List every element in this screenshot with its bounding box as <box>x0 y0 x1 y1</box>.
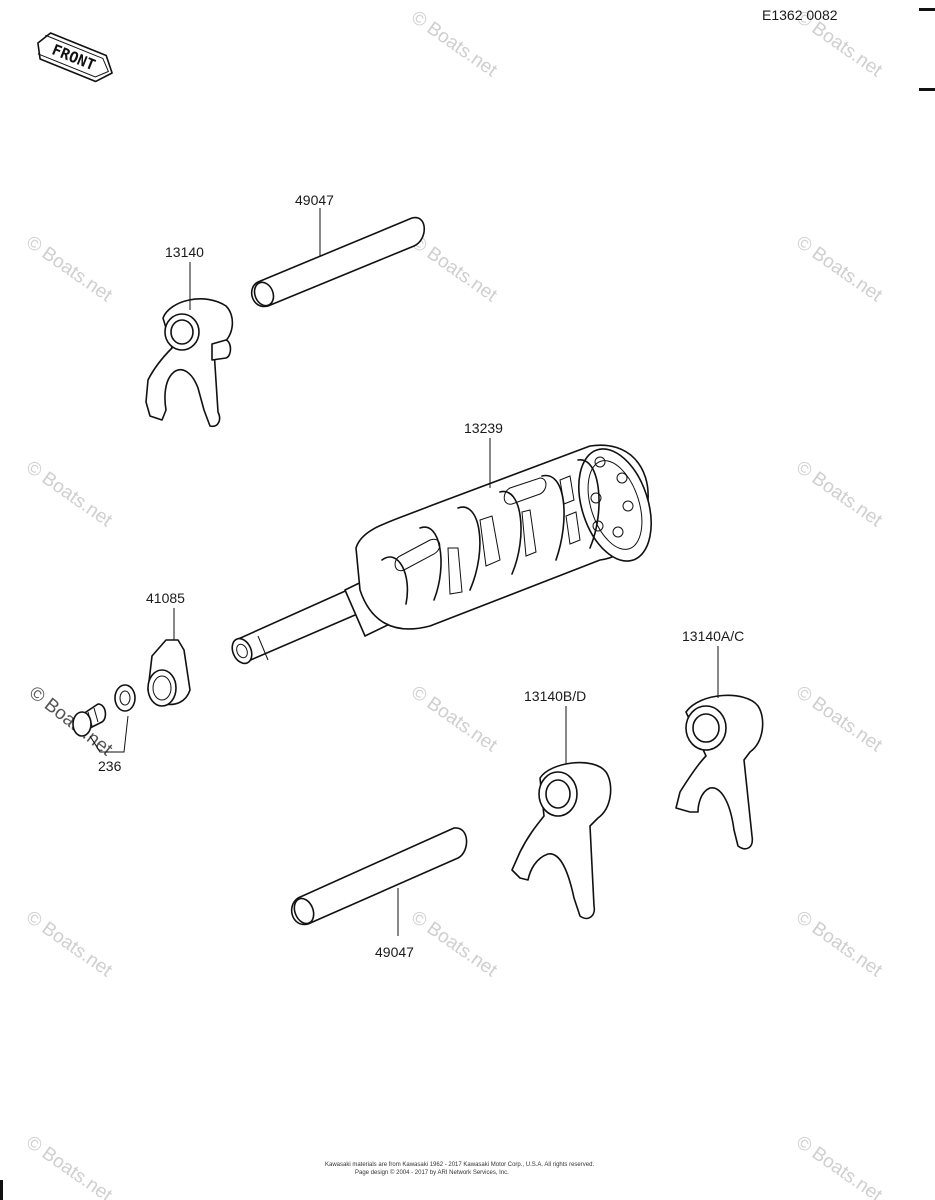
stopper <box>147 608 191 707</box>
front-badge-label: FRONT <box>49 41 98 75</box>
edge-marks <box>0 8 935 1200</box>
fork-right <box>675 646 764 850</box>
diagram-code: E1362 0082 <box>762 7 838 23</box>
copyright: Kawasaki materials are from Kawasaki 196… <box>325 1162 594 1176</box>
copyright-line: Kawasaki materials are from Kawasaki 196… <box>325 1162 594 1168</box>
part-label-fork-center: 13140B/D <box>524 688 586 704</box>
watermark: © Boats.net <box>407 907 501 982</box>
watermark: © Boats.net <box>22 1132 116 1200</box>
watermark: © Boats.net <box>792 457 886 532</box>
watermark: © Boats.net <box>22 232 116 307</box>
shaft-lower <box>290 827 468 936</box>
part-label-fork-right: 13140A/C <box>682 628 744 644</box>
fork-upper <box>145 262 234 428</box>
watermark: © Boats.net <box>792 232 886 307</box>
copyright-line: Page design © 2004 - 2017 by ARI Network… <box>355 1169 509 1176</box>
front-arrow-icon: FRONT <box>37 32 113 83</box>
part-label-shaft-lower: 49047 <box>375 944 414 960</box>
watermark: © Boats.net <box>407 682 501 757</box>
watermark: © Boats.net <box>792 1132 886 1200</box>
watermark: © Boats.net <box>22 907 116 982</box>
part-label-drum: 13239 <box>464 420 503 436</box>
part-labels: 49047 13140 13239 41085 13140A/C 13140B/… <box>98 192 744 960</box>
watermark: © Boats.net <box>792 907 886 982</box>
part-label-shaft-upper: 49047 <box>295 192 334 208</box>
bolt-washer <box>72 684 136 753</box>
watermark: © Boats.net <box>407 232 501 307</box>
watermark: © Boats.net <box>22 457 116 532</box>
part-label-fork-upper: 13140 <box>165 244 204 260</box>
watermark: © Boats.net <box>407 7 501 82</box>
fork-center <box>511 706 612 920</box>
part-label-bolt-washer: 236 <box>98 758 122 774</box>
part-label-stopper: 41085 <box>146 590 185 606</box>
watermark: © Boats.net <box>792 682 886 757</box>
shift-drum <box>231 438 652 665</box>
shaft-upper <box>250 208 426 308</box>
